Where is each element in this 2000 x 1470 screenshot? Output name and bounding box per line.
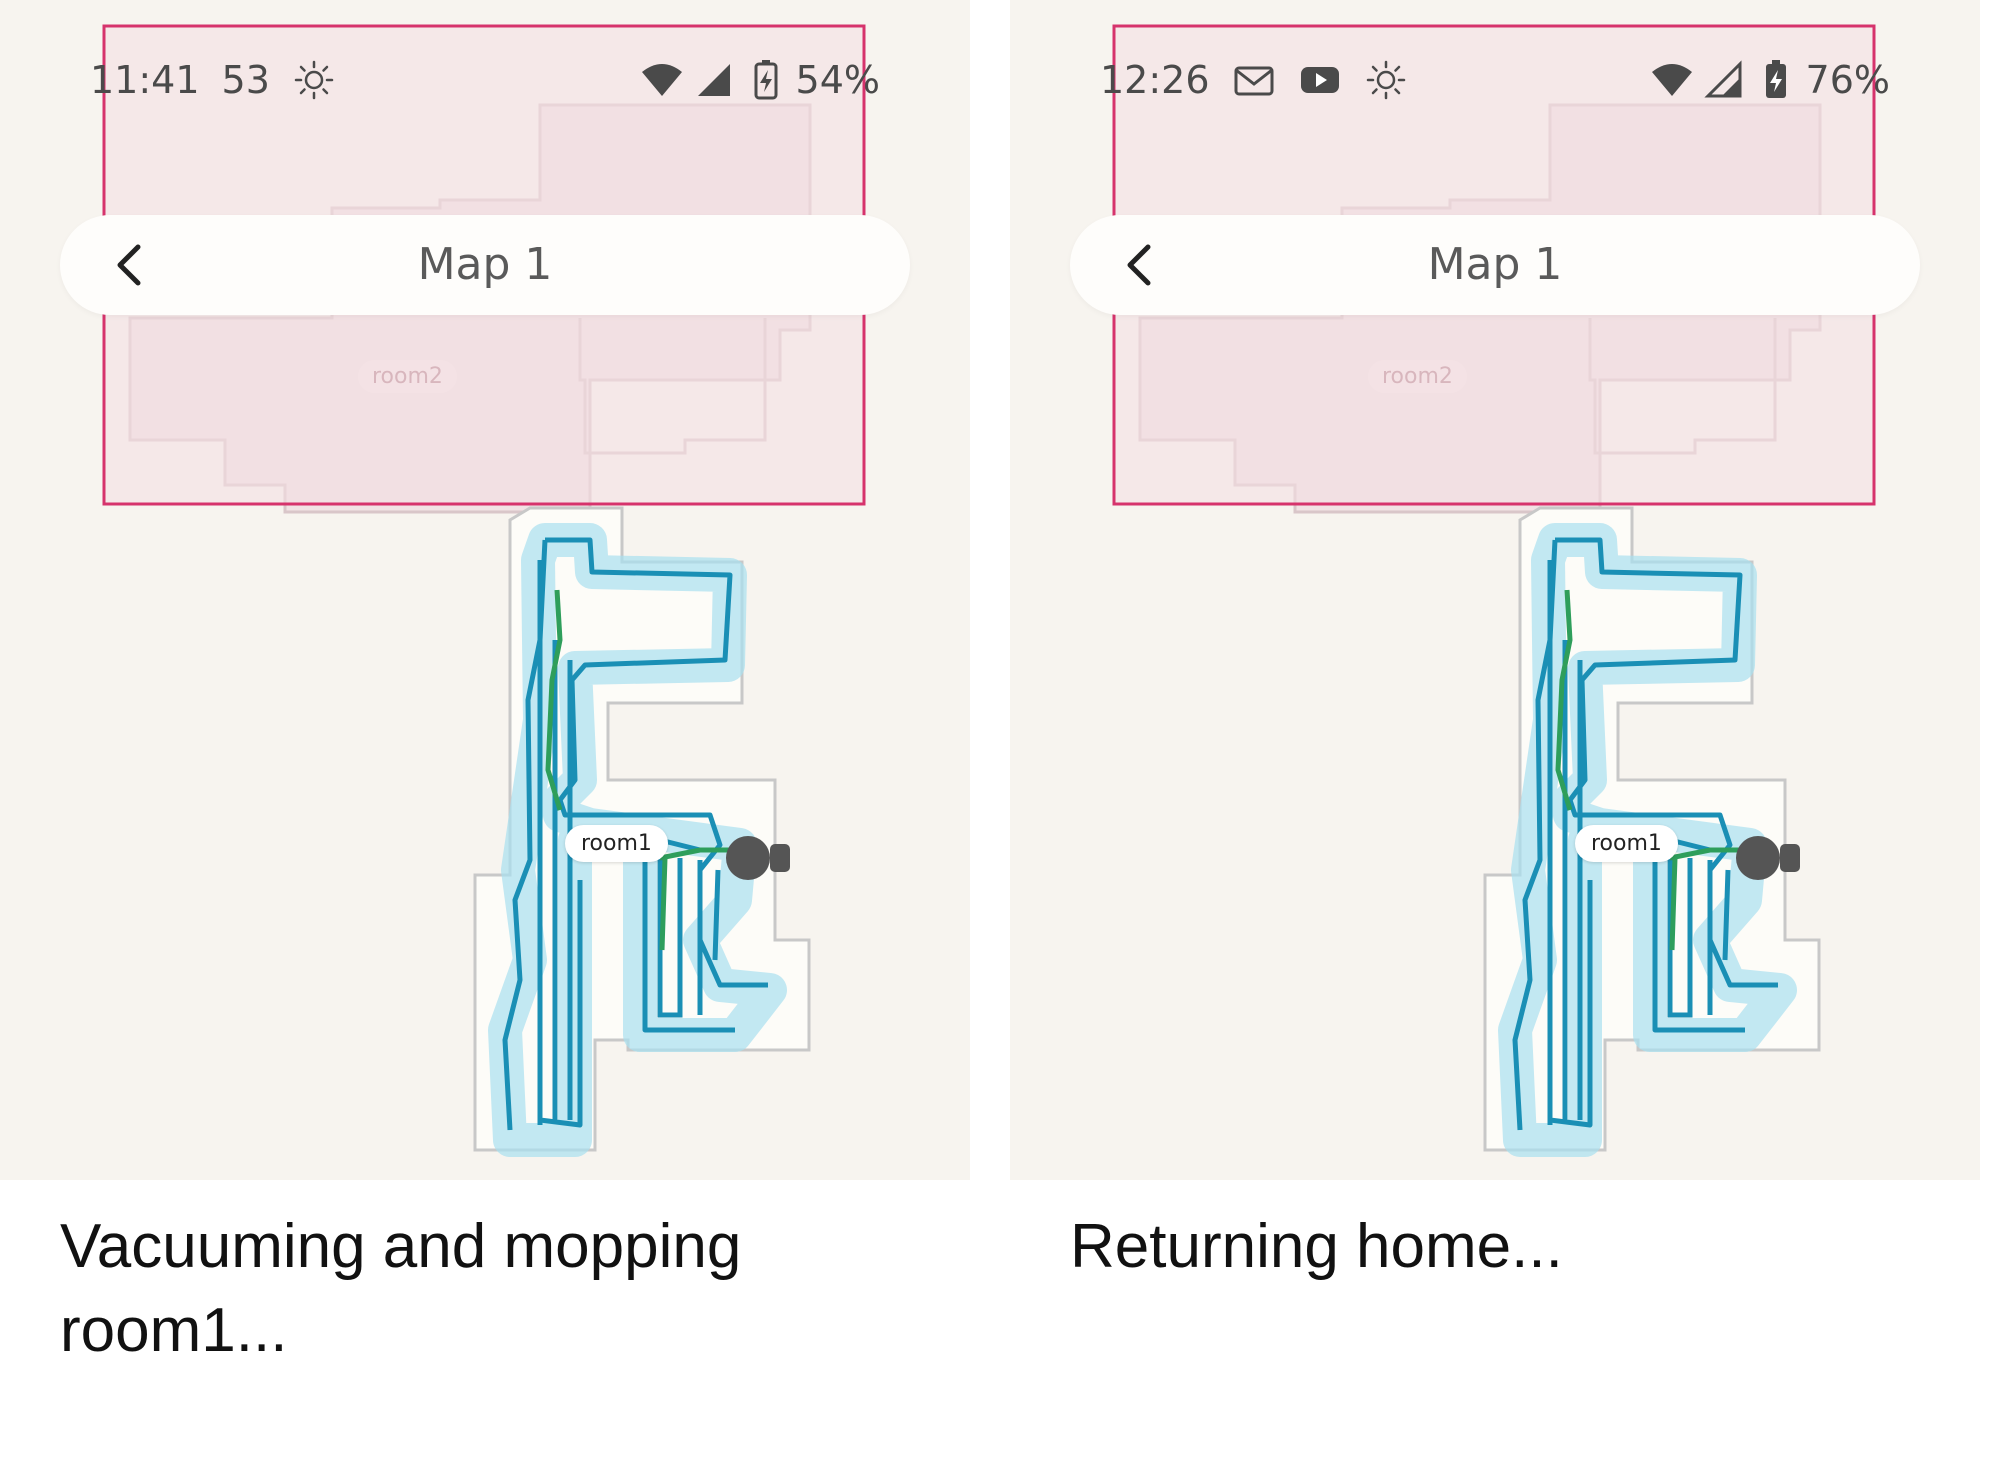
room-label-room1[interactable]: room1 — [565, 825, 668, 862]
cleaning-status-message: Vacuuming and mopping room1... — [60, 1212, 742, 1365]
chevron-left-icon — [117, 244, 141, 286]
youtube-icon — [1298, 58, 1342, 102]
robot-trajectory — [1555, 589, 1740, 951]
cell-signal-icon — [1702, 58, 1746, 102]
page-title: Map 1 — [1427, 239, 1563, 290]
map-view[interactable]: 12:26 — [1010, 0, 1980, 1180]
room-label-room2[interactable]: room2 — [1368, 360, 1467, 393]
floor-map — [1112, 24, 1876, 1157]
sun-icon — [292, 58, 336, 102]
back-button[interactable] — [1110, 235, 1170, 295]
room-label-room1[interactable]: room1 — [1575, 825, 1678, 862]
wifi-icon — [640, 58, 684, 102]
battery-percent: 54% — [795, 58, 880, 102]
map-view[interactable]: 11:41 53 54% Map 1 — [0, 0, 970, 1180]
robot-trajectory — [545, 589, 730, 951]
clock: 11:41 — [90, 58, 200, 102]
robot-icon — [726, 836, 770, 880]
notification-count: 53 — [221, 58, 270, 102]
wifi-icon — [1650, 58, 1694, 102]
clock: 12:26 — [1100, 58, 1210, 102]
cell-signal-icon — [692, 58, 736, 102]
status-bar: 11:41 53 54% — [90, 50, 880, 110]
sun-icon — [1364, 58, 1408, 102]
gmail-icon — [1232, 58, 1276, 102]
screen-panel-right: 12:26 — [1010, 0, 1980, 1470]
header-bar: Map 1 — [60, 215, 910, 315]
header-bar: Map 1 — [1070, 215, 1920, 315]
battery-percent: 76% — [1805, 58, 1890, 102]
battery-charging-icon — [744, 58, 788, 102]
page-title: Map 1 — [417, 239, 553, 290]
dock-icon — [1780, 844, 1800, 872]
cleaning-status-message: Returning home... — [1070, 1212, 1563, 1281]
floor-map — [102, 24, 866, 1157]
back-button[interactable] — [100, 235, 160, 295]
dock-icon — [770, 844, 790, 872]
room-label-room2[interactable]: room2 — [358, 360, 457, 393]
chevron-left-icon — [1127, 244, 1151, 286]
status-bar: 12:26 — [1100, 50, 1890, 110]
screen-panel-left: 11:41 53 54% Map 1 — [0, 0, 970, 1470]
robot-icon — [1736, 836, 1780, 880]
battery-charging-icon — [1754, 58, 1798, 102]
